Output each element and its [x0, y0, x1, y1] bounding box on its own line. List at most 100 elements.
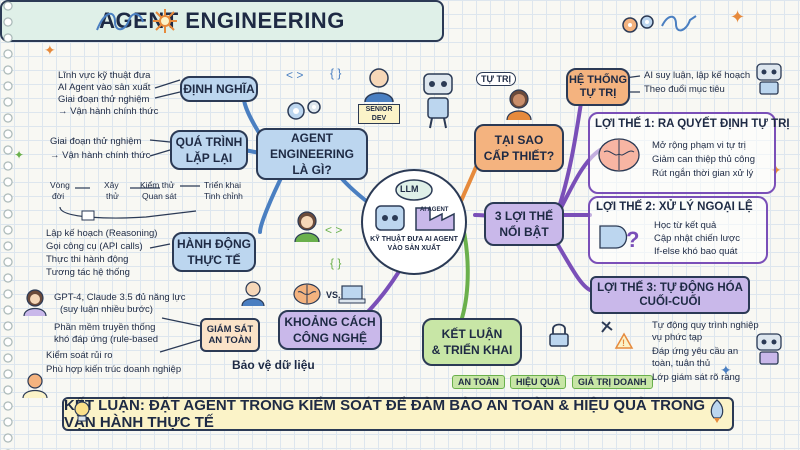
- tech-gap-node[interactable]: KHOẢNG CÁCH CÔNG NGHỆ: [278, 310, 382, 350]
- advantage-2-item: Học từ kết quả: [654, 220, 717, 231]
- node-line: LỢI THẾ 3: TỰ ĐỘNG HÓA: [597, 282, 743, 294]
- tech-gap-item: Phần mềm truyền thống: [54, 322, 156, 333]
- iteration-node[interactable]: QUÁ TRÌNH LẶP LẠI: [170, 130, 248, 170]
- node-line: KHOẢNG CÁCH: [284, 315, 376, 329]
- star-icon: ✦: [730, 7, 746, 27]
- center-circle: [361, 169, 467, 275]
- advantage-3-item: toàn, tuân thủ: [652, 358, 711, 369]
- node-line: HÀNH ĐỘNG: [177, 237, 251, 251]
- node-line: GIÁM SÁT: [206, 324, 254, 335]
- conclusion-banner: KẾT LUẬN: ĐẶT AGENT TRONG KIỂM SOÁT ĐỂ Đ…: [62, 397, 734, 431]
- agent-engineering-node[interactable]: AGENT ENGINEERING LÀ GÌ?: [256, 128, 368, 180]
- star-icon: ✦: [14, 148, 25, 162]
- code-icon: { }: [330, 256, 342, 270]
- logic-gate-icon: ?: [599, 225, 639, 252]
- advantage-1-item: Rút ngắn thời gian xử lý: [652, 168, 754, 179]
- star-icon: ✦: [44, 42, 56, 58]
- svg-text:!: !: [622, 338, 625, 348]
- person-avatar-icon: [22, 373, 48, 398]
- advantage-1-item: Giảm can thiệp thủ công: [652, 154, 755, 165]
- advantage-3-item: Tự động quy trình nghiệp: [652, 320, 759, 331]
- cycle-step: đời: [52, 191, 65, 201]
- svg-text:?: ?: [626, 227, 639, 252]
- gears-icon: [287, 100, 321, 120]
- cycle-step: Quan sát: [142, 191, 177, 201]
- node-line: QUÁ TRÌNH: [175, 135, 243, 149]
- iteration-item: → Vận hành chính thức: [50, 150, 151, 161]
- data-protection-label: Bảo vệ dữ liệu: [232, 358, 315, 372]
- cycle-step: Kiểm thử: [140, 180, 175, 190]
- action-item: Lập kế hoạch (Reasoning): [46, 228, 158, 239]
- safety-monitoring-node[interactable]: GIÁM SÁT AN TOÀN: [200, 318, 260, 352]
- person-avatar-icon: [294, 211, 320, 242]
- node-line: THỰC TẾ: [187, 253, 241, 267]
- center-llm-label: LLM: [400, 184, 419, 194]
- autonomous-system-node[interactable]: HỆ THỐNG TỰ TRỊ: [566, 68, 630, 106]
- curl-doodle-icon: [661, 15, 697, 32]
- lock-icon: [549, 323, 569, 347]
- definition-item: Giai đoạn thử nghiệm: [58, 94, 150, 105]
- person-avatar-icon: [23, 289, 47, 316]
- advantage-1-title: LỢI THẾ 1: RA QUYẾT ĐỊNH TỰ TRỊ: [595, 118, 790, 130]
- conclusion-deploy-node[interactable]: KẾT LUẬN & TRIỂN KHAI: [422, 318, 522, 366]
- person-avatar-icon: [506, 89, 532, 120]
- brain-icon: [293, 283, 321, 305]
- node-line: HỆ THỐNG: [568, 74, 628, 86]
- senior-dev-label: SENIOR DEV: [358, 104, 400, 124]
- action-item: Tương tác hệ thống: [46, 267, 130, 278]
- definition-node[interactable]: ĐỊNH NGHĨA: [180, 76, 258, 102]
- cycle-step: Tinh chỉnh: [204, 191, 243, 201]
- vs-label: VS.: [326, 290, 341, 300]
- robot-icon: [756, 63, 782, 95]
- three-advantages-node[interactable]: 3 LỢI THẾ NỔI BẬT: [484, 202, 564, 246]
- iteration-item: Giai đoạn thử nghiệm: [50, 136, 142, 147]
- advantage-2-item: Cập nhật chiến lược: [654, 233, 740, 244]
- advantage-3-node[interactable]: LỢI THẾ 3: TỰ ĐỘNG HÓA CUỐI-CUỐI: [590, 276, 750, 314]
- badge-business-value: GIÁ TRỊ DOANH: [572, 375, 653, 389]
- node-line: AGENT: [291, 131, 333, 145]
- tech-gap-item: khó đáp ứng (rule-based: [54, 334, 159, 345]
- rocket-icon: [710, 399, 724, 423]
- cycle-step: thử: [106, 191, 119, 201]
- brain-icon: [598, 138, 640, 172]
- why-urgent-node[interactable]: TẠI SAO CẤP THIẾT?: [474, 124, 564, 172]
- node-line: 3 LỢI THẾ: [494, 209, 554, 223]
- node-line: LÀ GÌ?: [292, 163, 332, 177]
- node-line: ENGINEERING: [269, 147, 354, 161]
- advantage-2-title: LỢI THẾ 2: XỬ LÝ NGOẠI LỆ: [596, 201, 753, 213]
- node-line: TỰ TRỊ: [579, 87, 617, 99]
- safety-item: Phù hợp kiến trúc doanh nghiệp: [46, 364, 182, 375]
- center-tag: AI AGENT: [420, 207, 449, 213]
- chain-warning-icon: !: [601, 321, 634, 349]
- advantage-2-item: If-else khó bao quát: [654, 246, 738, 257]
- badge-efficiency: HIỆU QUẢ: [510, 375, 567, 389]
- node-line: CUỐI-CUỐI: [639, 296, 701, 308]
- robot-icon: [756, 333, 782, 365]
- node-line: CÔNG NGHỆ: [292, 331, 367, 345]
- cycle-step: Triển khai: [204, 180, 242, 190]
- gears-icon: [622, 15, 654, 33]
- definition-item: → Vận hành chính thức: [58, 106, 159, 117]
- node-line: & TRIỂN KHAI: [431, 343, 513, 357]
- why-tag: TỰ TRỊ: [476, 72, 516, 86]
- curl-doodle-icon: [96, 12, 144, 31]
- action-item: Gọi công cụ (API calls): [46, 241, 143, 252]
- cycle-step: Xây: [104, 180, 119, 190]
- tech-gap-item: GPT-4, Claude 3.5 đủ năng lực: [54, 292, 186, 303]
- advantage-3-item: Lớp giám sát rõ ràng: [652, 372, 741, 383]
- star-icon: ✦: [720, 362, 732, 378]
- advantage-3-item: Đáp ứng yêu cầu an: [652, 346, 739, 357]
- badge-safety: AN TOÀN: [452, 375, 505, 389]
- sun-icon: [153, 9, 177, 33]
- node-line: NỔI BẬT: [499, 225, 549, 239]
- action-item: Thực thi hành động: [46, 254, 129, 265]
- lightbulb-icon: [74, 401, 90, 422]
- tech-gap-item: (suy luận nhiều bước): [60, 304, 153, 315]
- cycle-loop-icon: [59, 206, 197, 221]
- advantage-3-item: vụ phức tạp: [652, 332, 703, 343]
- center-caption: KỸ THUẬT ĐƯA AI AGENT VÀO SẢN XUẤT: [370, 236, 458, 252]
- real-action-node[interactable]: HÀNH ĐỘNG THỰC TẾ: [172, 232, 256, 272]
- conclusion-text: KẾT LUẬN: ĐẶT AGENT TRONG KIỂM SOÁT ĐỂ Đ…: [64, 397, 706, 431]
- definition-item: Lĩnh vực kỹ thuật đưa: [58, 70, 151, 81]
- code-icon: < >: [325, 223, 343, 237]
